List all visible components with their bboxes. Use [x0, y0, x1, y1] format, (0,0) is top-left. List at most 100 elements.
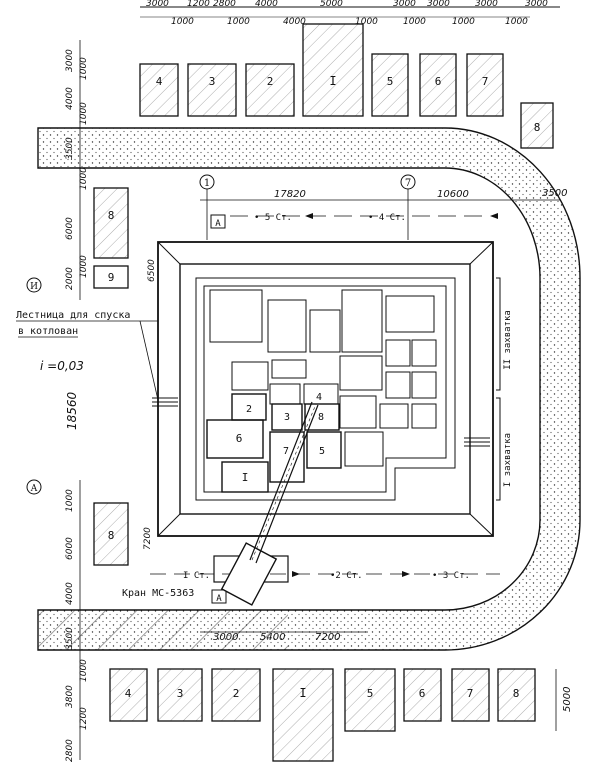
pit-section-6: 6: [236, 432, 243, 445]
slope-label: i =0,03: [40, 359, 84, 373]
top-gap-1: 1000: [171, 17, 194, 27]
axis-1-label: 1: [204, 178, 210, 189]
station-3: • 3 Ст.: [432, 571, 470, 581]
zone-1-label: I захватка: [503, 433, 513, 487]
left-dim-2000: 2000: [65, 267, 75, 290]
storage-5-bottom: [344, 668, 396, 732]
pit-section-3: 3: [284, 412, 290, 423]
top-gap-6: 1000: [452, 17, 475, 27]
storage-4-top: [139, 63, 179, 117]
top-dim-8: 3000: [475, 0, 498, 9]
left-dim-1000b: 1000: [79, 102, 89, 125]
work-zones: II захватка I захватка: [496, 277, 513, 501]
top-dim-1: 3000: [146, 0, 169, 9]
left-dim-3800: 3800: [65, 685, 75, 708]
pit-section-2: 2: [246, 404, 252, 415]
tower-crane: Кран МС-5363: [122, 401, 319, 606]
storage-I-bottom: [272, 668, 334, 762]
left-dim-4000b: 4000: [65, 582, 75, 605]
left-dim-4000: 4000: [65, 87, 75, 110]
pit-bottom-edge: [179, 263, 471, 515]
storage-I-bottom-label: I: [299, 686, 306, 700]
storage-8-left-lower: [93, 502, 129, 566]
stair-label-line1: Лестница для спуска: [16, 310, 130, 321]
left-dimension-chain: 3000 1000 4000 1000 3500 1000 6000 1000 …: [65, 40, 157, 762]
left-dim-6000: 6000: [65, 217, 75, 240]
left-dim-1000d: 1000: [79, 255, 89, 278]
crane-label: Кран МС-5363: [122, 588, 194, 599]
excavation-pit: 4 2 3 8 6 7 5 I: [157, 241, 494, 537]
crane-boom: [249, 401, 319, 564]
top-gap-2: 1000: [227, 17, 250, 27]
pit-section-I: I: [242, 471, 249, 484]
left-dim-3500: 3500: [65, 137, 75, 160]
left-dim-1000f: 1000: [79, 659, 89, 682]
storage-5-bottom-label: 5: [367, 687, 374, 700]
pit-stairs: [152, 397, 490, 447]
top-dim-3: 2800: [213, 0, 236, 9]
top-dim-6: 3000: [393, 0, 416, 9]
storage-9: [93, 265, 129, 289]
top-dim-7: 3000: [427, 0, 450, 9]
section-mark-top-label: А: [215, 219, 221, 229]
storage-2-top: [245, 63, 295, 117]
axis-7-label: 7: [405, 178, 411, 189]
crane-cab: [220, 542, 278, 606]
axis-markers: 1 7 И A 17820 10600 3500: [26, 174, 567, 495]
storage-8-right: [520, 102, 554, 149]
station-4: • 4 Ст.: [368, 213, 406, 223]
storage-2-bottom: [211, 668, 261, 722]
top-dim-5: 5000: [320, 0, 343, 9]
top-storage-row: 4 3 2 I 5 6 7 8: [139, 23, 554, 149]
storage-7-top: [466, 53, 504, 117]
top-dim-2: 1200: [187, 0, 210, 9]
storage-3-top: [187, 63, 237, 117]
section-mark-bottom: [211, 589, 227, 604]
storage-7-bottom: [451, 668, 490, 722]
dim-3500: 3500: [542, 188, 567, 199]
upper-crane-track: А • 5 Ст. • 4 Ст.: [210, 213, 498, 229]
storage-8-left-upper: [93, 187, 129, 259]
left-dim-7200: 7200: [143, 527, 153, 550]
dim-17820: 17820: [274, 189, 306, 200]
storage-8-left-upper-label: 8: [108, 209, 115, 222]
station-2: •2 Ст.: [330, 571, 363, 581]
top-dim-9: 3000: [525, 0, 548, 9]
left-dim-6000b: 6000: [65, 537, 75, 560]
pit-section-7: 7: [283, 446, 289, 457]
left-dim-3500b: 3500: [65, 627, 75, 650]
top-dim-4: 4000: [255, 0, 278, 9]
top-gap-5: 1000: [403, 17, 426, 27]
stair-label-line2: в котлован: [18, 326, 78, 337]
storage-8-right-label: 8: [534, 121, 541, 134]
storage-8-bottom-label: 8: [513, 687, 520, 700]
storage-8-left-lower-label: 8: [108, 529, 115, 542]
storage-2-bottom-label: 2: [233, 687, 240, 700]
left-dim-3000: 3000: [65, 49, 75, 72]
storage-3-top-label: 3: [209, 75, 216, 88]
storage-4-bottom-label: 4: [125, 687, 132, 700]
left-dim-1000e: 1000: [65, 489, 75, 512]
storage-7-top-label: 7: [482, 75, 489, 88]
top-gap-7: 1000: [505, 17, 528, 27]
left-dim-1000c: 1000: [79, 167, 89, 190]
axis-I-marker: [26, 277, 42, 293]
axis-A-marker: [26, 479, 42, 495]
section-mark-top: [210, 214, 226, 229]
storage-2-top-label: 2: [267, 75, 274, 88]
bottom-dim-1: 3000: [213, 632, 238, 643]
storage-6-top: [419, 53, 457, 117]
left-dim-overall: 18560: [65, 391, 79, 430]
left-dim-2800: 2800: [65, 739, 75, 762]
storage-9-label: 9: [108, 271, 115, 284]
left-dim-6500: 6500: [147, 259, 157, 282]
storage-6-bottom-label: 6: [419, 687, 426, 700]
bottom-dim-2: 5400: [260, 632, 285, 643]
pit-section-5: 5: [319, 446, 325, 457]
storage-4-bottom: [109, 668, 148, 722]
station-1: I Ст.: [183, 571, 210, 581]
axis-A-label: A: [30, 484, 38, 494]
storage-5-top-label: 5: [387, 75, 394, 88]
dim-10600: 10600: [437, 189, 469, 200]
